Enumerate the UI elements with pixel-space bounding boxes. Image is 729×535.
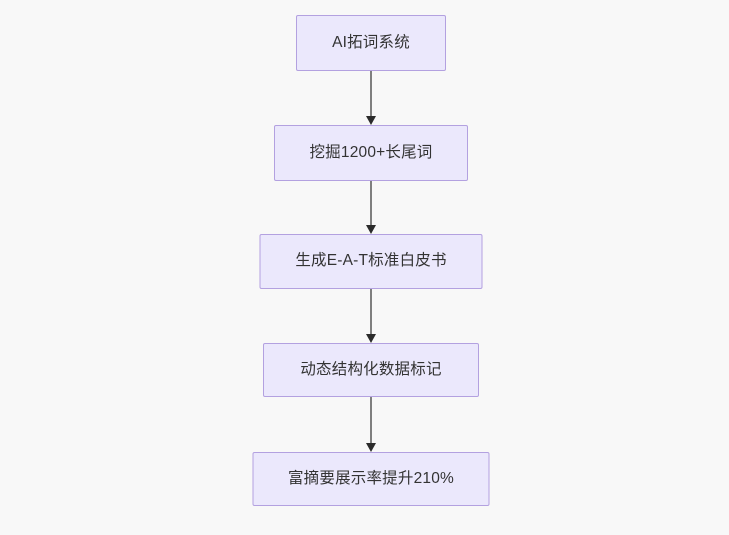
flowchart-node-ai-keyword-system[interactable]: AI拓词系统 <box>296 15 446 71</box>
flowchart-node-mine-longtail-keywords[interactable]: 挖掘1200+长尾词 <box>274 125 468 181</box>
arrow-down-icon <box>365 116 376 125</box>
arrow-down-icon <box>365 225 376 234</box>
edge-line <box>370 289 372 334</box>
flowchart-edge-2-to-3 <box>365 289 377 343</box>
flowchart-edge-3-to-4 <box>365 397 377 452</box>
flowchart-node-label: 动态结构化数据标记 <box>300 360 442 378</box>
edge-line <box>370 397 372 443</box>
flowchart-edge-0-to-1 <box>365 71 377 125</box>
flowchart-edge-1-to-2 <box>365 181 377 234</box>
edge-line <box>370 181 372 225</box>
flowchart-node-label: 富摘要展示率提升210% <box>287 469 455 487</box>
flowchart-node-label: AI拓词系统 <box>332 33 410 51</box>
flowchart-node-label: 挖掘1200+长尾词 <box>309 143 433 161</box>
flowchart-node-dynamic-structured-data-markup[interactable]: 动态结构化数据标记 <box>263 343 479 397</box>
flowchart-node-generate-eat-whitepaper[interactable]: 生成E-A-T标准白皮书 <box>259 234 483 289</box>
arrow-down-icon <box>365 443 376 452</box>
flowchart-node-label: 生成E-A-T标准白皮书 <box>295 252 447 270</box>
arrow-down-icon <box>365 334 376 343</box>
flowchart-node-rich-snippet-rate-increase[interactable]: 富摘要展示率提升210% <box>252 452 490 506</box>
edge-line <box>370 71 372 116</box>
